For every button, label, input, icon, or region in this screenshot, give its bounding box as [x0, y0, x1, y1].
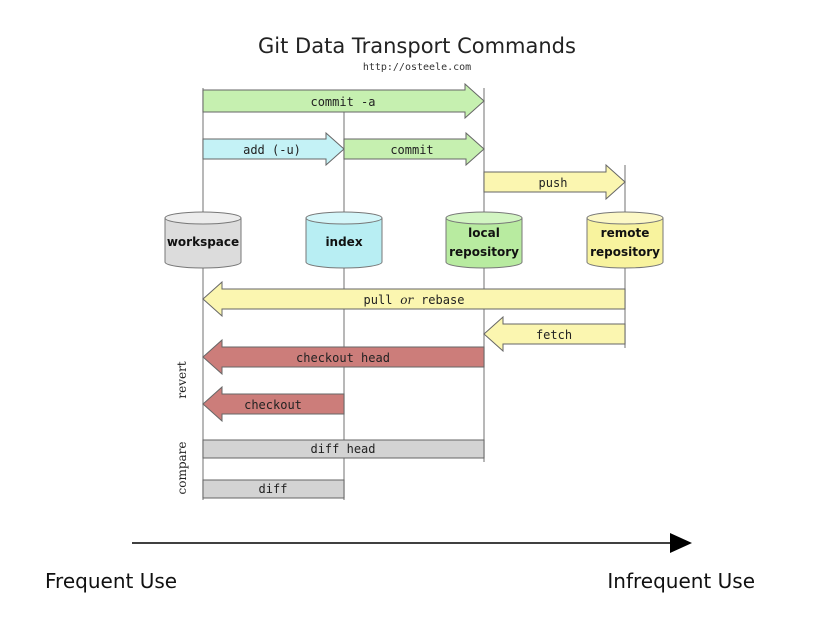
frequency-axis [132, 533, 692, 553]
checkout-label: checkout [244, 398, 302, 412]
local-label-line1: local [468, 226, 500, 240]
index-store: index [305, 211, 383, 269]
or-label: or [400, 293, 414, 307]
local-repository-store: local repository [445, 211, 523, 269]
frequency-axis-arrowhead [670, 533, 692, 553]
push-arrow: push [483, 163, 626, 201]
diff-head-bar: diff head [202, 439, 485, 459]
fetch-arrow: fetch [483, 315, 626, 353]
remote-label-line1: remote [601, 226, 650, 240]
diff-label: diff [259, 482, 288, 496]
remote-repository-store: remote repository [586, 211, 664, 269]
local-label-line2: repository [449, 245, 519, 259]
revert-group-label: revert [175, 361, 189, 398]
commit-a-arrow: commit -a [202, 82, 485, 120]
commit-arrow: commit [343, 131, 485, 167]
source-url: http://osteele.com [363, 62, 471, 73]
pull-or-rebase-arrow: pull or rebase [202, 280, 626, 318]
pull-label: pull [364, 293, 393, 307]
index-label: index [325, 235, 362, 249]
checkout-head-arrow: checkout head [202, 338, 485, 376]
commit-a-label: commit -a [310, 95, 375, 109]
rebase-label: rebase [421, 293, 464, 307]
remote-label-line2: repository [590, 245, 660, 259]
workspace-label: workspace [167, 235, 239, 249]
frequent-use-label: Frequent Use [45, 569, 177, 593]
diagram-title: Git Data Transport Commands [258, 34, 576, 58]
add-u-label: add (-u) [243, 143, 301, 157]
compare-group-label: compare [175, 442, 189, 495]
add-u-arrow: add (-u) [202, 131, 345, 167]
workspace-store: workspace [164, 211, 242, 269]
infrequent-use-label: Infrequent Use [607, 569, 755, 593]
pull-or-rebase-label: pull or rebase [364, 293, 465, 307]
diff-bar: diff [202, 479, 345, 499]
push-label: push [539, 176, 568, 190]
checkout-arrow: checkout [202, 385, 345, 423]
checkout-head-label: checkout head [296, 351, 390, 365]
commit-label: commit [390, 143, 433, 157]
fetch-label: fetch [536, 328, 572, 342]
diff-head-label: diff head [310, 442, 375, 456]
